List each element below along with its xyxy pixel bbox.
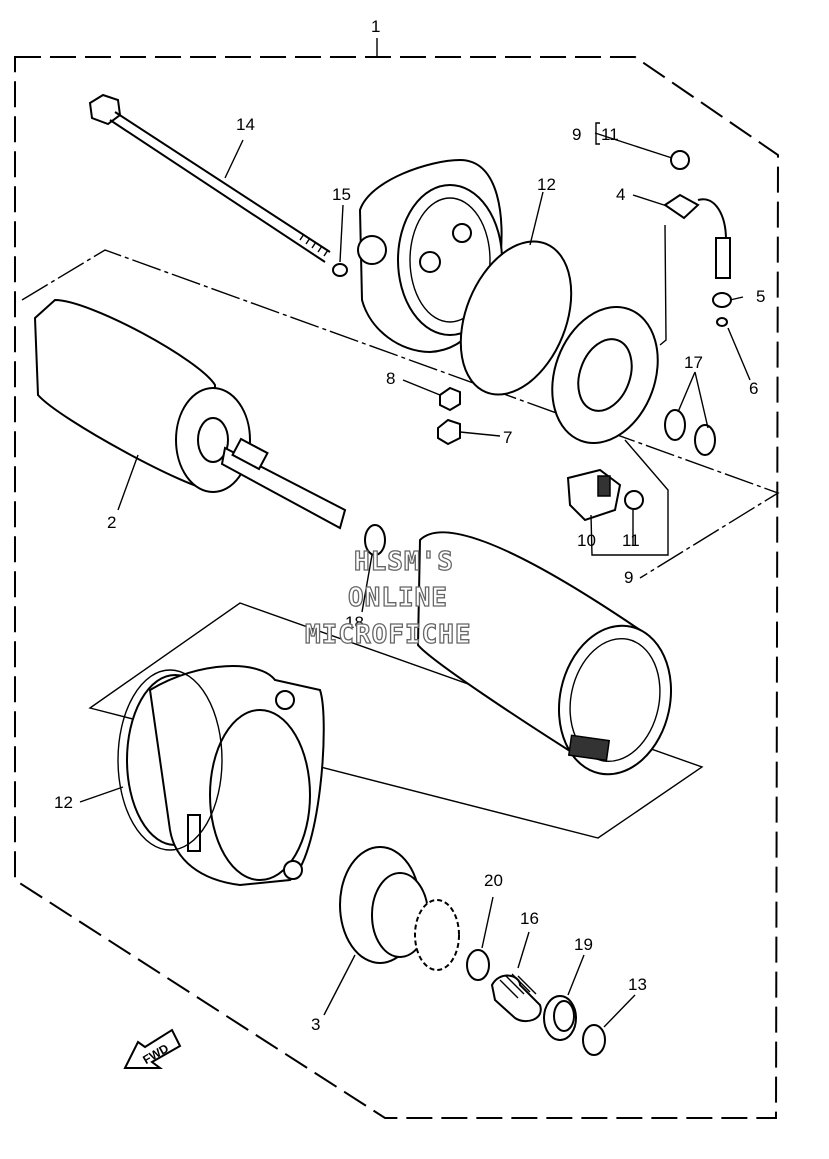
watermark-line2: ONLINE — [348, 583, 448, 613]
plane-rear — [21, 249, 780, 579]
armature-part — [33, 298, 347, 530]
callout-18: 18 — [345, 613, 364, 632]
front-cover-part — [126, 665, 325, 887]
spring-11-bottom-part — [624, 490, 644, 510]
screw-5-part — [712, 292, 732, 308]
washer-17a-part — [664, 409, 686, 441]
fwd-direction-badge: FWD — [123, 1028, 182, 1069]
collar-19-part — [543, 995, 577, 1041]
o-ring-15-part — [332, 263, 348, 277]
nut-7-part — [437, 418, 461, 446]
callout-3: 3 — [311, 1015, 320, 1034]
leader-lines — [79, 122, 751, 1028]
callout-5: 5 — [756, 287, 765, 306]
washer-6-part — [716, 317, 728, 327]
spring-11-top-part — [670, 150, 690, 170]
callout-11-top: 11 — [601, 125, 619, 144]
callout-20: 20 — [484, 871, 503, 890]
circlip-20-part — [466, 949, 490, 981]
watermark-line1: HLSM'S — [354, 547, 454, 577]
washer-17b-part — [694, 424, 716, 456]
through-bolt-part — [88, 93, 331, 263]
callout-19: 19 — [574, 935, 593, 954]
callout-16: 16 — [520, 909, 539, 928]
plane-front — [88, 602, 704, 839]
clutch-3-part — [339, 846, 460, 971]
callout-12-left: 12 — [54, 793, 73, 812]
assembly-boundary — [14, 56, 780, 1119]
o-ring-12-front-part — [117, 669, 223, 851]
callout-7: 7 — [503, 428, 512, 447]
circlip-13-part — [582, 1024, 606, 1056]
spring-16-part — [490, 973, 542, 1023]
brush-4-part — [663, 193, 731, 279]
callout-11-bottom: 11 — [622, 531, 640, 550]
brush-holder-10-part — [566, 468, 622, 522]
callout-2: 2 — [107, 513, 116, 532]
yoke-part — [416, 531, 673, 776]
callout-8: 8 — [386, 369, 395, 388]
callout-6: 6 — [749, 379, 758, 398]
o-ring-12-top-part — [459, 240, 573, 396]
callout-4: 4 — [616, 185, 625, 204]
watermark-line3: MICROFICHE — [305, 620, 472, 650]
callout-9-top: 9 — [572, 125, 581, 144]
callout-9-bottom: 9 — [624, 568, 633, 587]
callout-13: 13 — [628, 975, 647, 994]
callout-12-top: 12 — [537, 175, 556, 194]
nut-8-part — [439, 386, 461, 412]
callout-17: 17 — [684, 353, 703, 372]
callout-10: 10 — [577, 531, 596, 550]
brush-plate-part — [551, 306, 659, 444]
callout-14: 14 — [236, 115, 255, 134]
washer-18-part — [364, 524, 386, 556]
callout-1: 1 — [371, 17, 380, 36]
callout-15: 15 — [332, 185, 351, 204]
